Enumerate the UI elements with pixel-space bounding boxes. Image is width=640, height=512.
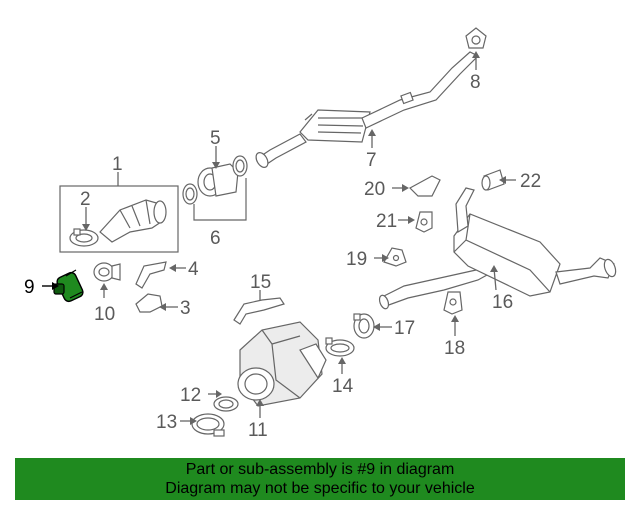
callout-20: 20 (364, 179, 385, 200)
part-6-gasket-a[interactable] (182, 183, 198, 205)
part-1-downpipe[interactable] (99, 199, 167, 243)
callout-2: 2 (80, 189, 91, 210)
callout-5: 5 (210, 128, 221, 149)
callout-13: 13 (156, 412, 177, 433)
part-12-gasket[interactable] (213, 396, 239, 412)
part-6-gasket-b[interactable] (232, 155, 248, 177)
callout-10: 10 (94, 304, 115, 325)
part-8-hanger[interactable] (465, 27, 487, 49)
callout-9: 9 (24, 277, 35, 298)
leader-lines (42, 51, 516, 425)
callout-19: 19 (346, 249, 367, 270)
callout-4: 4 (188, 259, 199, 280)
part-5-outlet-flange[interactable] (197, 163, 239, 197)
banner-line-1: Part or sub-assembly is #9 in diagram (185, 461, 455, 478)
part-1-group-box (59, 185, 179, 253)
callout-22: 22 (520, 171, 541, 192)
part-16-rear-muffler[interactable] (378, 187, 618, 310)
part-17-clamp[interactable] (353, 313, 375, 339)
exhaust-parts-diagram: 1 2 3 4 5 6 7 8 9 10 11 12 13 14 15 16 1… (24, 27, 618, 441)
callout-21: 21 (376, 211, 397, 232)
callout-14: 14 (332, 376, 354, 397)
part-14-clamp[interactable] (325, 337, 355, 357)
part-3-bracket[interactable] (135, 293, 163, 313)
part-22-tailpipe-tip[interactable] (481, 169, 505, 191)
part-18-hanger[interactable] (443, 291, 463, 315)
part-2-clamp[interactable] (69, 228, 99, 247)
callout-18: 18 (444, 338, 465, 359)
part-19-bracket[interactable] (383, 247, 407, 267)
part-13-v-clamp[interactable] (191, 413, 225, 437)
part-21-hanger[interactable] (415, 211, 433, 233)
callout-15: 15 (250, 272, 271, 293)
part-10-clamp-ring[interactable] (93, 262, 121, 282)
callout-3: 3 (180, 298, 191, 319)
callout-17: 17 (394, 318, 415, 339)
callout-12: 12 (180, 385, 201, 406)
banner-line-2: Diagram may not be specific to your vehi… (165, 480, 475, 497)
callout-7: 7 (366, 150, 377, 171)
part-9-sensor-highlighted[interactable] (53, 269, 85, 303)
callout-16: 16 (492, 292, 513, 313)
part-7-front-pipe[interactable] (254, 51, 480, 169)
part-20-heat-shield[interactable] (409, 175, 441, 197)
part-11-particulate-filter[interactable] (237, 321, 327, 407)
part-15-heat-shield[interactable] (233, 297, 285, 325)
callout-11: 11 (248, 420, 268, 441)
info-banner: Part or sub-assembly is #9 in diagram Di… (15, 458, 625, 500)
callout-1: 1 (112, 154, 123, 175)
part-4-heat-shield[interactable] (135, 261, 167, 289)
callout-6: 6 (210, 228, 221, 249)
callout-8: 8 (470, 72, 481, 93)
